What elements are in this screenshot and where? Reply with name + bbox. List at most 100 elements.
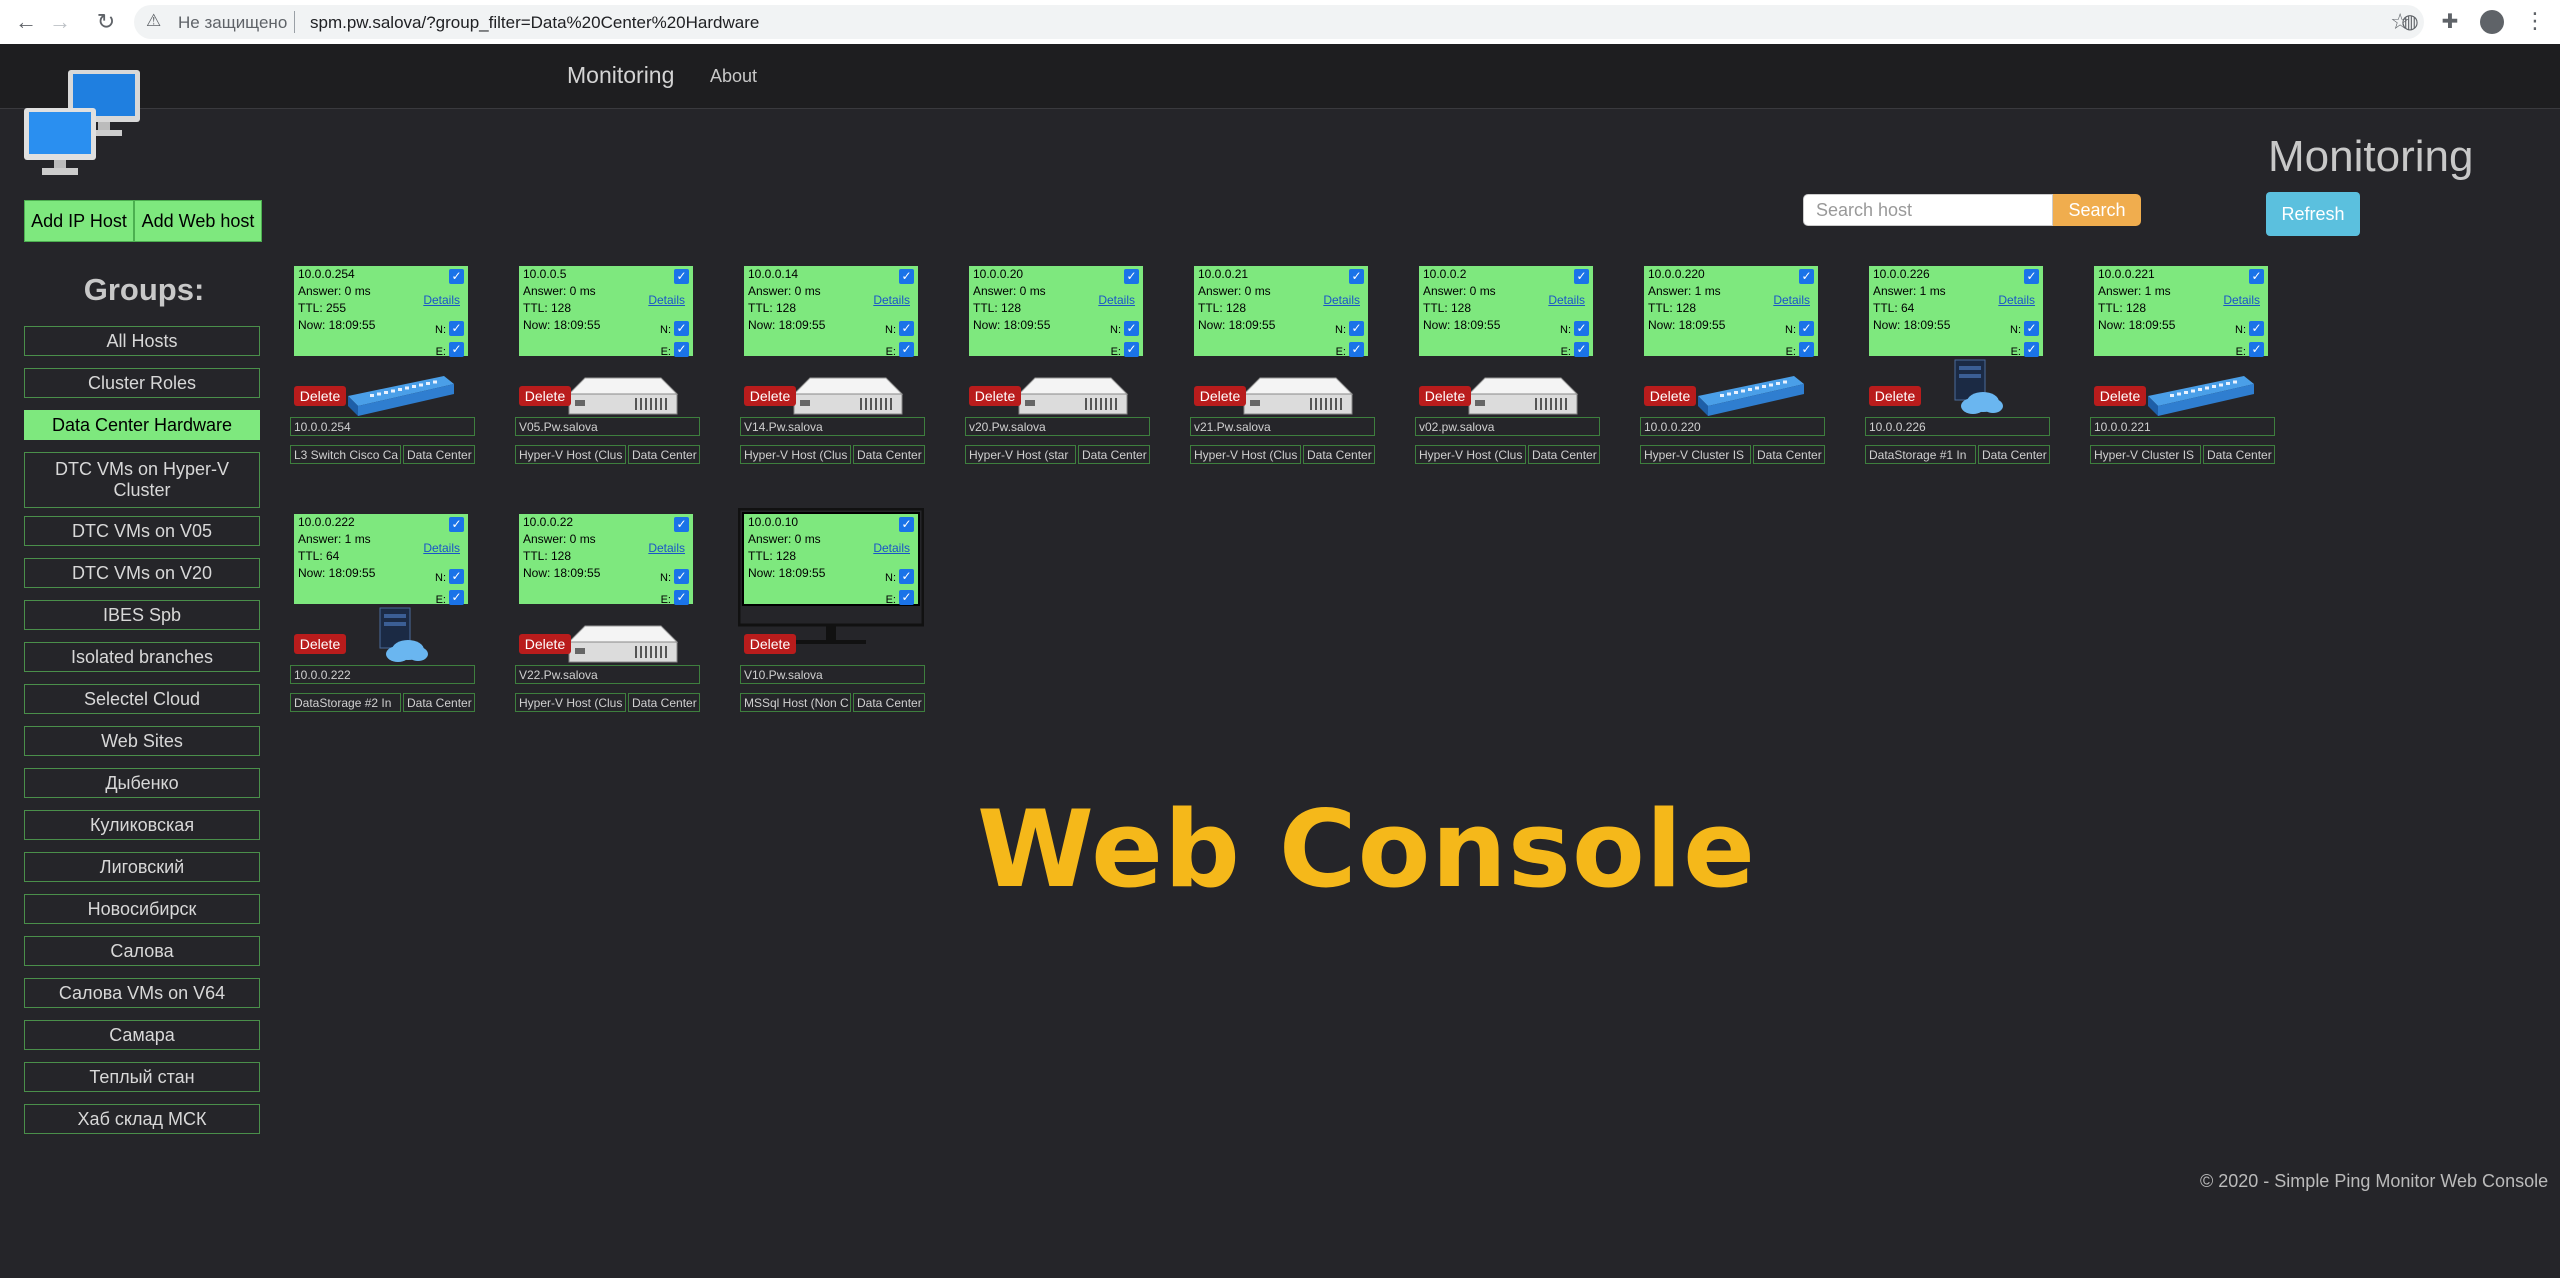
email-checkbox[interactable]: ✓ xyxy=(674,590,689,605)
profile-avatar-icon[interactable] xyxy=(2480,10,2504,34)
notify-checkbox[interactable]: ✓ xyxy=(899,321,914,336)
host-description-field[interactable]: Hyper-V Host (star xyxy=(965,445,1076,464)
search-input[interactable]: Search host xyxy=(1803,194,2053,226)
group-item[interactable]: All Hosts xyxy=(24,326,260,356)
notify-checkbox[interactable]: ✓ xyxy=(1349,321,1364,336)
delete-host-button[interactable]: Delete xyxy=(294,386,346,406)
notify-checkbox[interactable]: ✓ xyxy=(674,569,689,584)
host-name-field[interactable]: 10.0.0.222 xyxy=(290,665,475,684)
notify-checkbox[interactable]: ✓ xyxy=(449,321,464,336)
email-checkbox[interactable]: ✓ xyxy=(674,342,689,357)
host-select-checkbox[interactable]: ✓ xyxy=(1799,269,1814,284)
group-item[interactable]: Новосибирск xyxy=(24,894,260,924)
group-item[interactable]: DTC VMs on Hyper-V Cluster xyxy=(24,452,260,508)
host-details-link[interactable]: Details xyxy=(1098,293,1135,307)
email-checkbox[interactable]: ✓ xyxy=(1124,342,1139,357)
delete-host-button[interactable]: Delete xyxy=(1194,386,1246,406)
host-details-link[interactable]: Details xyxy=(2223,293,2260,307)
host-name-field[interactable]: v21.Pw.salova xyxy=(1190,417,1375,436)
group-item[interactable]: Самара xyxy=(24,1020,260,1050)
host-group-field[interactable]: Data Center xyxy=(403,445,475,464)
host-group-field[interactable]: Data Center xyxy=(403,693,475,712)
group-item[interactable]: Cluster Roles xyxy=(24,368,260,398)
delete-host-button[interactable]: Delete xyxy=(1419,386,1471,406)
host-name-field[interactable]: 10.0.0.221 xyxy=(2090,417,2275,436)
host-name-field[interactable]: v02.pw.salova xyxy=(1415,417,1600,436)
nav-about-link[interactable]: About xyxy=(710,66,758,86)
url-text[interactable]: spm.pw.salova/?group_filter=Data%20Cente… xyxy=(310,13,760,32)
notify-checkbox[interactable]: ✓ xyxy=(899,569,914,584)
host-select-checkbox[interactable]: ✓ xyxy=(449,517,464,532)
host-description-field[interactable]: MSSql Host (Non C xyxy=(740,693,851,712)
notify-checkbox[interactable]: ✓ xyxy=(1799,321,1814,336)
email-checkbox[interactable]: ✓ xyxy=(449,342,464,357)
globe-icon[interactable]: ◍ xyxy=(2401,11,2419,33)
group-item[interactable]: Лиговский xyxy=(24,852,260,882)
delete-host-button[interactable]: Delete xyxy=(1644,386,1696,406)
host-name-field[interactable]: V14.Pw.salova xyxy=(740,417,925,436)
host-select-checkbox[interactable]: ✓ xyxy=(674,269,689,284)
host-details-link[interactable]: Details xyxy=(1773,293,1810,307)
refresh-button[interactable]: Refresh xyxy=(2266,192,2360,236)
email-checkbox[interactable]: ✓ xyxy=(2024,342,2039,357)
group-item[interactable]: Куликовская xyxy=(24,810,260,840)
host-name-field[interactable]: V22.Pw.salova xyxy=(515,665,700,684)
host-select-checkbox[interactable]: ✓ xyxy=(1124,269,1139,284)
delete-host-button[interactable]: Delete xyxy=(519,386,571,406)
host-select-checkbox[interactable]: ✓ xyxy=(449,269,464,284)
host-description-field[interactable]: L3 Switch Cisco Ca xyxy=(290,445,401,464)
nav-brand-link[interactable]: Monitoring xyxy=(567,62,675,88)
host-group-field[interactable]: Data Center xyxy=(1978,445,2050,464)
notify-checkbox[interactable]: ✓ xyxy=(449,569,464,584)
group-item[interactable]: Data Center Hardware xyxy=(24,410,260,440)
host-group-field[interactable]: Data Center xyxy=(628,693,700,712)
reload-icon[interactable]: ↻ xyxy=(96,9,116,34)
group-item[interactable]: Салова xyxy=(24,936,260,966)
browser-menu-icon[interactable]: ⋮ xyxy=(2524,8,2546,33)
group-item[interactable]: Selectel Cloud xyxy=(24,684,260,714)
notify-checkbox[interactable]: ✓ xyxy=(2249,321,2264,336)
host-name-field[interactable]: V10.Pw.salova xyxy=(740,665,925,684)
host-select-checkbox[interactable]: ✓ xyxy=(899,517,914,532)
delete-host-button[interactable]: Delete xyxy=(2094,386,2146,406)
host-description-field[interactable]: Hyper-V Cluster IS xyxy=(2090,445,2201,464)
host-group-field[interactable]: Data Center xyxy=(853,445,925,464)
group-item[interactable]: DTC VMs on V20 xyxy=(24,558,260,588)
search-button[interactable]: Search xyxy=(2053,194,2141,226)
host-description-field[interactable]: Hyper-V Host (Clus xyxy=(740,445,851,464)
host-details-link[interactable]: Details xyxy=(1323,293,1360,307)
host-description-field[interactable]: Hyper-V Cluster IS xyxy=(1640,445,1751,464)
host-group-field[interactable]: Data Center xyxy=(853,693,925,712)
group-item[interactable]: Теплый стан xyxy=(24,1062,260,1092)
address-bar[interactable]: ⚠ Не защищено spm.pw.salova/?group_filte… xyxy=(134,5,2424,39)
group-item[interactable]: Isolated branches xyxy=(24,642,260,672)
notify-checkbox[interactable]: ✓ xyxy=(1124,321,1139,336)
host-group-field[interactable]: Data Center xyxy=(2203,445,2275,464)
host-description-field[interactable]: Hyper-V Host (Clus xyxy=(1190,445,1301,464)
host-description-field[interactable]: DataStorage #1 In xyxy=(1865,445,1976,464)
host-group-field[interactable]: Data Center xyxy=(1753,445,1825,464)
group-item[interactable]: Web Sites xyxy=(24,726,260,756)
group-item[interactable]: Дыбенко xyxy=(24,768,260,798)
host-select-checkbox[interactable]: ✓ xyxy=(1574,269,1589,284)
notify-checkbox[interactable]: ✓ xyxy=(2024,321,2039,336)
add-web-host-button[interactable]: Add Web host xyxy=(134,200,262,242)
group-item[interactable]: DTC VMs on V05 xyxy=(24,516,260,546)
host-name-field[interactable]: 10.0.0.220 xyxy=(1640,417,1825,436)
notify-checkbox[interactable]: ✓ xyxy=(674,321,689,336)
host-group-field[interactable]: Data Center xyxy=(1528,445,1600,464)
group-item[interactable]: Хаб склад МСК xyxy=(24,1104,260,1134)
host-name-field[interactable]: 10.0.0.254 xyxy=(290,417,475,436)
delete-host-button[interactable]: Delete xyxy=(969,386,1021,406)
host-details-link[interactable]: Details xyxy=(1548,293,1585,307)
email-checkbox[interactable]: ✓ xyxy=(899,342,914,357)
notify-checkbox[interactable]: ✓ xyxy=(1574,321,1589,336)
host-select-checkbox[interactable]: ✓ xyxy=(2024,269,2039,284)
email-checkbox[interactable]: ✓ xyxy=(449,590,464,605)
host-group-field[interactable]: Data Center xyxy=(1078,445,1150,464)
delete-host-button[interactable]: Delete xyxy=(294,634,346,654)
extensions-puzzle-icon[interactable]: ✚ xyxy=(2441,11,2459,33)
host-group-field[interactable]: Data Center xyxy=(628,445,700,464)
delete-host-button[interactable]: Delete xyxy=(744,386,796,406)
host-group-field[interactable]: Data Center xyxy=(1303,445,1375,464)
